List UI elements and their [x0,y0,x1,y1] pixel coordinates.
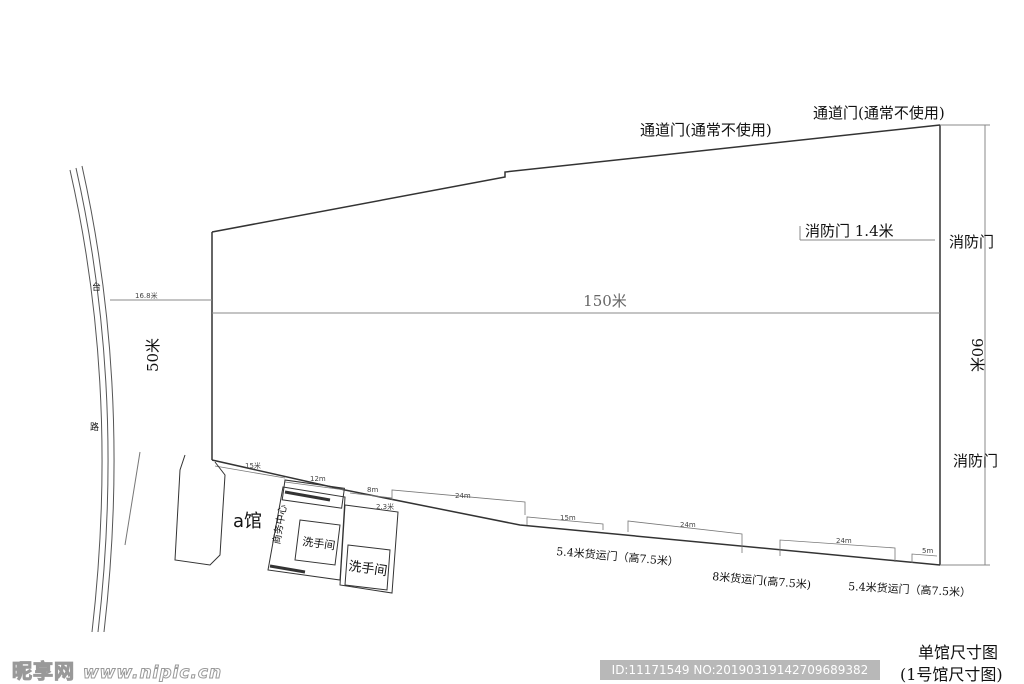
road-label-1: 台 [92,281,101,293]
dim-2-3: 2.3米 [376,502,394,511]
fire-door-label-1: 消防门 [949,233,994,251]
dimension-lines [214,465,938,563]
left-height-label: 50米 [144,338,162,372]
dim-24-b: 24m [680,521,696,529]
cargo-door-label-1: 5.4米货运门（高7.5米） [556,544,680,569]
road-label-2: 路 [90,421,99,433]
cargo-door-label-3: 5.4米货运门（高7.5米） [848,579,972,599]
restroom-label-1: 洗手间 [302,534,337,552]
cargo-door-label-2: 8米货运门(高7.5米) [712,569,812,592]
drawing-title: 单馆尺寸图 [918,643,998,662]
dim-15: 15m [560,514,576,522]
drawing-subtitle: (1号馆尺寸图) [900,665,1003,684]
fire-door-label-2: 消防门 [953,452,998,470]
watermark-id-bar: ID:11171549 NO:20190319142709689382 [600,660,880,680]
dim-8: 8m [367,486,378,494]
right-height-label: 90米 [968,338,986,372]
dim-24-a: 24m [455,492,471,500]
restroom-label-2: 洗手间 [347,559,388,579]
business-center-label: 商务中心 [270,504,290,546]
dim-15-m: 15米 [245,461,261,470]
dim-12: 12m [310,475,326,483]
watermark-site-url: www.nipic.cn [82,663,223,684]
annex-a-hall [124,451,399,594]
watermark-site-cn: 昵享网 [12,659,75,684]
width-label: 150米 [583,292,627,310]
hall-outline [110,124,990,566]
dim-24-c: 24m [836,537,852,545]
watermark-logo: 昵享网 www.nipic.cn [12,655,222,684]
dim-16-8: 16.8米 [135,291,158,300]
dim-5: 5m [922,547,933,555]
top-door-label-1: 通道门(通常不使用) [640,121,772,139]
hall-a-label: a馆 [233,511,262,532]
top-door-label-2: 通道门(通常不使用) [813,104,945,122]
fire-door-width-label: 消防门 1.4米 [805,222,894,240]
road-curves [69,165,115,633]
